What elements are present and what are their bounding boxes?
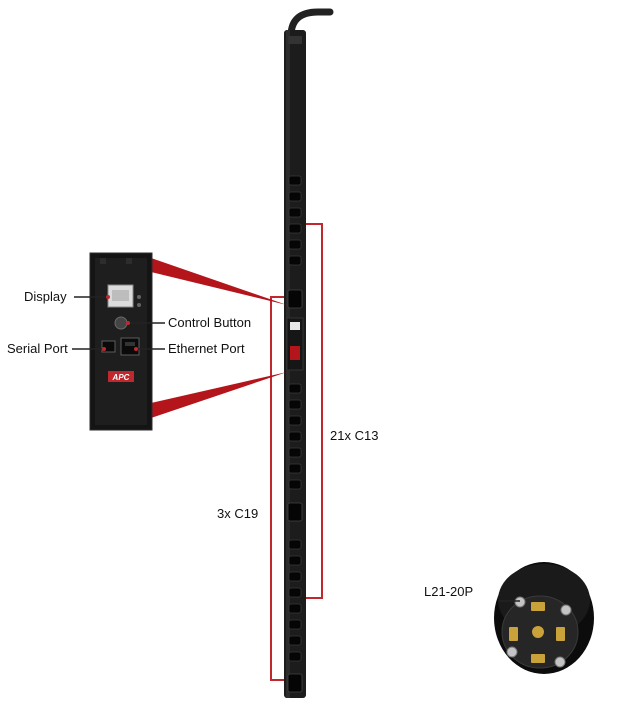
zoom-wedge-top — [151, 258, 287, 305]
c19-bracket — [270, 296, 284, 681]
pdu-strip — [284, 30, 306, 698]
ethernet-port — [120, 337, 140, 356]
ethernet-port-leader-dot — [134, 347, 138, 351]
plug-label: L21-20P — [424, 584, 474, 599]
c13-count-label: 21x C13 — [330, 428, 379, 443]
c19-count-label: 3x C19 — [217, 506, 259, 521]
serial-port — [101, 340, 116, 353]
upper-outlet-group — [288, 175, 302, 266]
display-label: Display — [24, 289, 67, 304]
control-panel-zoom: APC — [89, 252, 153, 431]
serial-port-leader-dot — [102, 347, 106, 351]
control-button-label: Control Button — [168, 315, 252, 330]
middle-outlet-group — [288, 383, 302, 490]
c19-outlet — [287, 673, 303, 693]
control-button-leader-dot — [126, 321, 130, 325]
control-button[interactable] — [114, 316, 128, 330]
lower-outlet-group — [288, 539, 302, 662]
display-leader-dot — [106, 295, 110, 299]
c19-outlet — [287, 502, 303, 522]
ethernet-port-label: Ethernet Port — [168, 341, 245, 356]
apc-logo-text: APC — [112, 373, 130, 382]
zoom-wedge-bottom — [151, 372, 287, 418]
apc-logo — [108, 371, 134, 382]
c13-bracket — [306, 223, 323, 599]
c19-outlet — [287, 289, 303, 309]
l21-20p-plug — [494, 562, 594, 674]
serial-port-label: Serial Port — [7, 341, 68, 356]
network-card — [286, 317, 304, 371]
